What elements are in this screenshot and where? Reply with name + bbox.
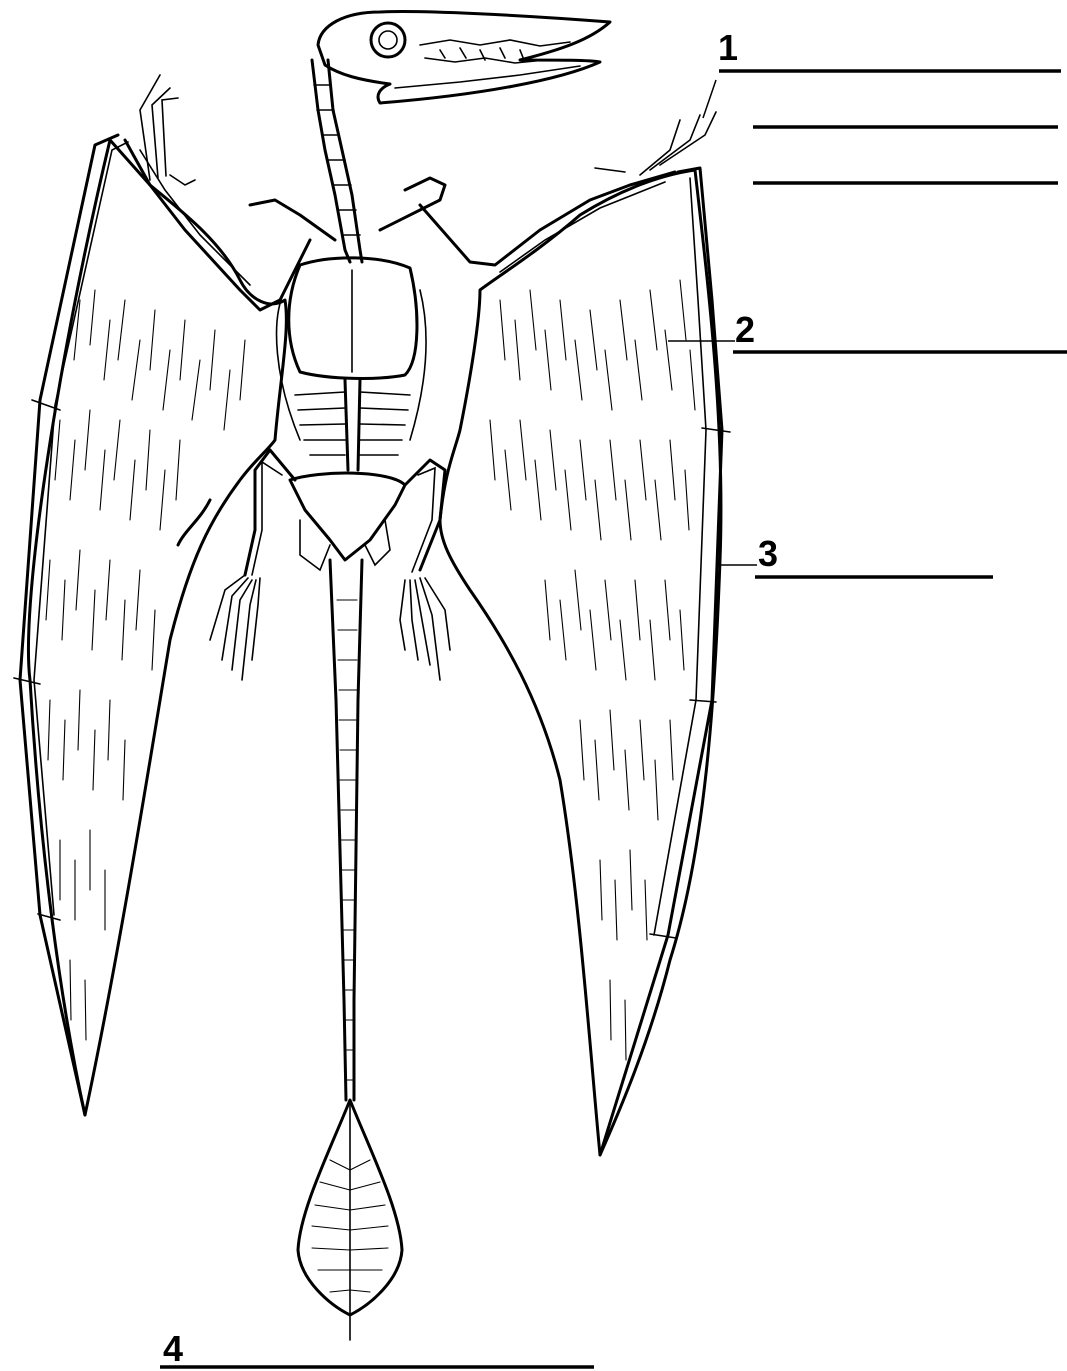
skull [318, 12, 610, 103]
torso-ribcage [277, 258, 426, 470]
label-2: 2 [735, 309, 755, 350]
pelvis [290, 473, 405, 570]
label-4: 4 [163, 1328, 183, 1369]
neck-vertebrae [312, 60, 362, 262]
right-hind-limb [400, 460, 450, 680]
left-wing-fibres [46, 290, 245, 1040]
label-1: 1 [718, 27, 738, 68]
tail [330, 560, 362, 1340]
left-hind-limb [210, 450, 295, 680]
left-hand-claws [140, 75, 195, 185]
left-wing-finger-bones [14, 135, 128, 1115]
right-wing-membrane [440, 170, 721, 1155]
leader-line-1 [703, 80, 716, 118]
label-3: 3 [758, 533, 778, 574]
right-hand-claws [595, 112, 716, 175]
